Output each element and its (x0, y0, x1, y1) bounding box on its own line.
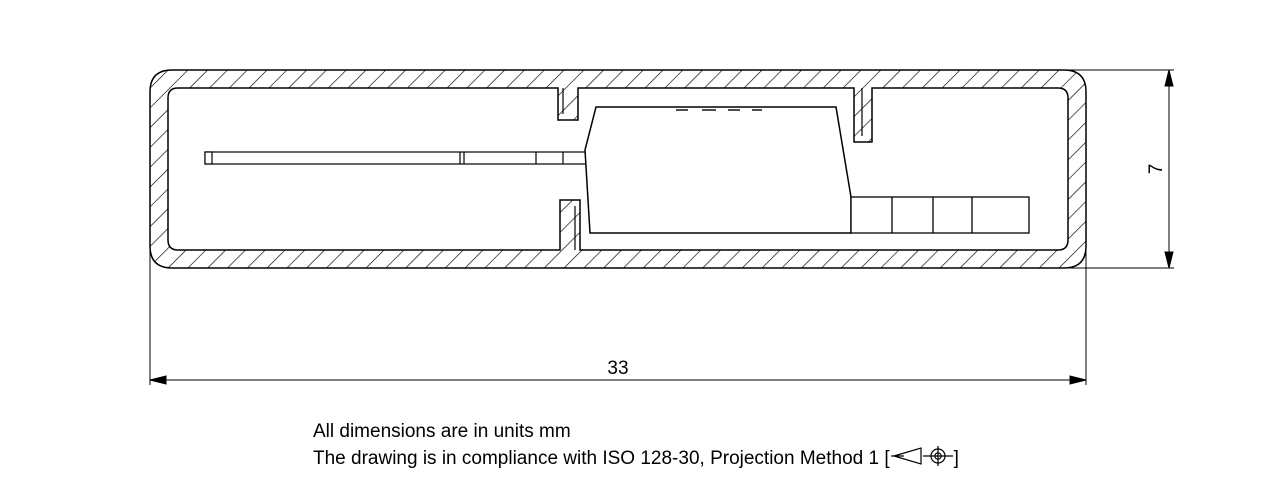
lead-strip (204, 151, 593, 165)
compliance-note: The drawing is in compliance with ISO 12… (313, 445, 959, 470)
height-dimension (1064, 69, 1174, 269)
compliance-text: The drawing is in compliance with ISO 12… (313, 448, 890, 469)
connector-segments (850, 196, 1030, 234)
component-body (584, 106, 852, 234)
units-note: All dimensions are in units mm (313, 421, 571, 442)
width-dimension-label: 33 (607, 358, 628, 379)
slot-details (562, 88, 863, 250)
first-angle-projection-icon (890, 446, 953, 466)
width-dimension (149, 248, 1087, 385)
height-dimension-label: 7 (1146, 164, 1167, 175)
compliance-bracket: ] (953, 448, 959, 469)
